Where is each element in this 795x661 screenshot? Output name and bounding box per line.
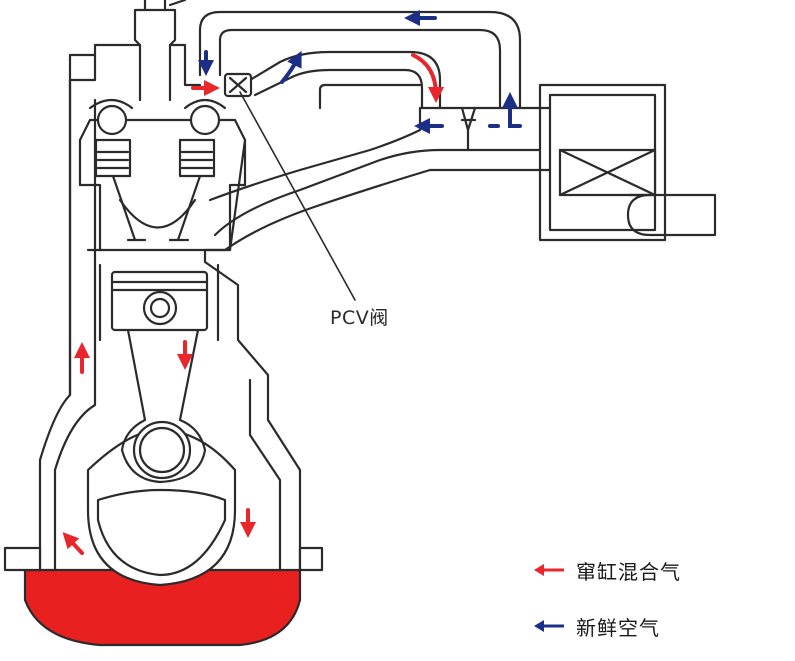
cylinder-head: [78, 138, 247, 252]
air-inlet: [626, 193, 717, 237]
pcv-valve-label: PCV阀: [330, 307, 389, 329]
blue-arrow-icon: [534, 620, 564, 632]
legend-label-fresh-air: 新鲜空气: [576, 615, 660, 640]
legend-item-blowby: 窜缸混合气: [532, 556, 681, 584]
legend: 窜缸混合气 新鲜空气: [532, 556, 681, 661]
legend-label-blowby: 窜缸混合气: [576, 559, 681, 584]
legend-item-fresh-air: 新鲜空气: [532, 612, 681, 640]
fresh-air-tube: [198, 10, 522, 110]
spark-plug-top: [133, 8, 177, 102]
crankcase-outline: [38, 53, 97, 572]
red-arrow-icon: [534, 564, 564, 576]
connecting-rod: [120, 328, 207, 484]
pcv-hose: [248, 50, 442, 110]
intake-manifold: [213, 148, 542, 237]
oil-pan: [23, 568, 302, 647]
